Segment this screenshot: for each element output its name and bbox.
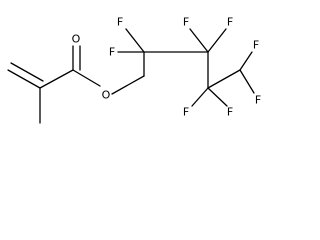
atom-c5-fluorine-up: F — [253, 39, 259, 52]
bond-c4-f-down-right — [207, 87, 228, 107]
bond-c4-c5 — [207, 69, 241, 89]
atom-carbonyl-oxygen: O — [72, 33, 81, 46]
bond-ch2-c-double-a — [7, 69, 41, 89]
atom-c2-fluorine-left: F — [109, 46, 115, 59]
bond-c-ester-o — [72, 69, 101, 87]
atom-c4-fluorine-down-right: F — [227, 106, 233, 119]
structure-canvas: O O F F F F F F F F — [7, 16, 262, 124]
atom-label-layer: O O F F F F F F F F — [72, 16, 262, 119]
atom-c3-fluorine-up-right: F — [227, 16, 233, 29]
bond-c3-f-up-left — [189, 28, 209, 53]
bond-c3-f-up-right — [207, 28, 227, 53]
atom-c2-fluorine-up: F — [117, 16, 123, 29]
bond-c4-f-down-left — [191, 87, 209, 107]
bond-ester-o-ch2 — [111, 75, 145, 95]
atom-c4-fluorine-down-left: F — [183, 106, 189, 119]
bond-ch2-c-double-b — [10, 62, 44, 82]
bond-layer — [7, 28, 255, 124]
molecule-structure: O O F F F F F F F F — [7, 16, 262, 124]
atom-c3-fluorine-up-left: F — [183, 16, 189, 29]
bond-c5-f-up — [239, 51, 253, 71]
bond-c-carbonyl — [39, 69, 74, 89]
atom-ester-oxygen: O — [102, 89, 111, 102]
atom-c5-fluorine-down: F — [255, 94, 261, 107]
bond-c5-f-down — [239, 69, 255, 94]
bond-c2-f-up — [125, 28, 145, 53]
